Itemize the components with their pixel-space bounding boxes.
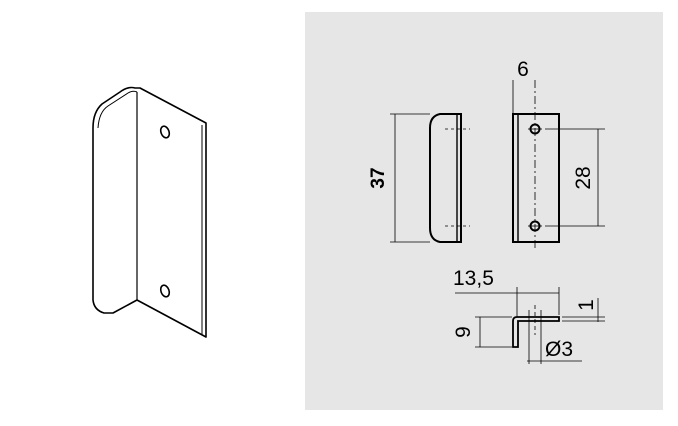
dimension-37: 37 [368, 167, 389, 188]
hole-bottom [159, 284, 171, 298]
dimension-13-5: 13,5 [453, 267, 494, 290]
front-view [512, 80, 605, 250]
profile-view [455, 287, 605, 364]
dimension-1: 1 [575, 299, 598, 311]
side-view [390, 113, 470, 243]
dimension-28: 28 [572, 166, 595, 189]
dimension-9: 9 [452, 326, 475, 338]
drawing-panel [305, 12, 663, 410]
hole-top [159, 125, 171, 139]
dimension-hole-diameter: Ø3 [545, 338, 573, 361]
dimension-6: 6 [517, 58, 529, 81]
bracket-3d-view [92, 86, 207, 338]
